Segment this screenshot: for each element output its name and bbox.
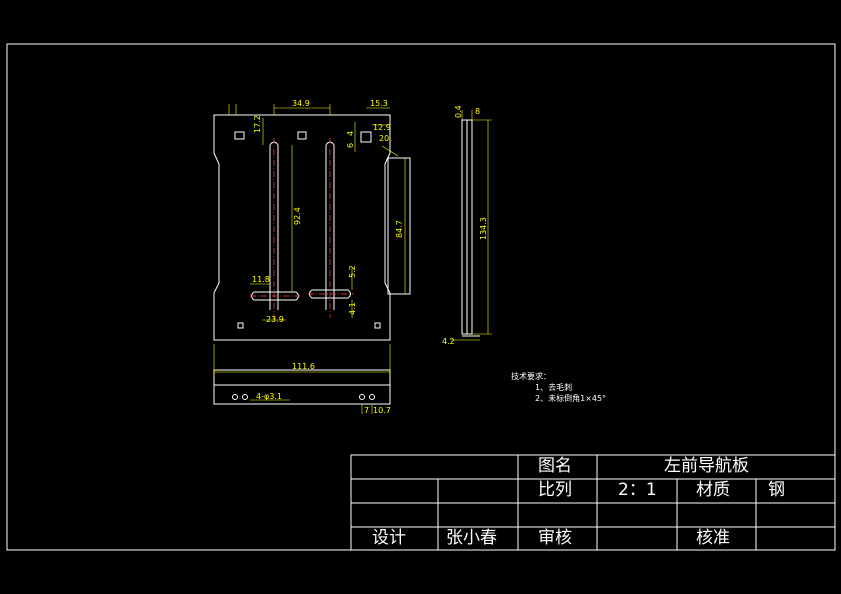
drawing-name: 左前导航板 — [664, 456, 749, 476]
drawing-name-label: 图名 — [538, 456, 572, 476]
bottom-view — [213, 369, 391, 405]
technical-notes: 技术要求： 1、去毛刺 2、未标倒角1×45° — [511, 371, 606, 405]
dim-small-height: 4 — [346, 131, 355, 136]
dim-side-thickness: 4.2 — [442, 337, 455, 346]
dim-side-height: 84.7 — [395, 220, 404, 238]
dim-right-bottom-2: 4.1 — [348, 302, 357, 315]
dim-side-top-2: 8 — [475, 107, 480, 116]
front-view-centerlines — [250, 138, 354, 318]
designer-name: 张小春 — [446, 528, 497, 548]
dim-left-top-offset: 17.2 — [253, 115, 262, 133]
dim-right-bottom-1: 5.2 — [348, 265, 357, 278]
side-view-dimensions — [450, 110, 492, 341]
dim-overall-width: 111.6 — [292, 362, 315, 371]
scale-label: 比列 — [538, 480, 572, 500]
dim-bottom-small-2: 10.7 — [373, 406, 391, 415]
bottom-view-dimensions — [213, 344, 391, 414]
dim-side-top-1: 0.4 — [454, 105, 463, 118]
front-view — [213, 114, 411, 341]
dim-holes: 4-φ3.1 — [256, 392, 282, 401]
dim-right-offset: 12.9 — [373, 123, 391, 132]
dim-left-bottom: 11.8 — [252, 275, 270, 284]
design-label: 设计 — [372, 528, 406, 548]
dim-small-height-2: 6 — [346, 143, 355, 148]
front-view-dimensions — [228, 104, 406, 321]
technical-note-1: 1、去毛刺 — [535, 383, 573, 393]
approve-label: 核准 — [696, 528, 730, 548]
dim-top-right-width: 15.3 — [370, 99, 388, 108]
title-block-grid — [350, 454, 836, 551]
side-view — [461, 119, 480, 337]
dim-bottom-small-1: 7 — [364, 406, 369, 415]
review-label: 审核 — [538, 528, 572, 548]
material-label: 材质 — [696, 480, 730, 500]
technical-note-2: 2、未标倒角1×45° — [535, 394, 607, 404]
technical-notes-title: 技术要求： — [511, 372, 551, 381]
material-value: 钢 — [768, 480, 785, 500]
dim-slot-length: 92.4 — [293, 207, 302, 225]
dim-chamfer: 20 — [379, 134, 389, 143]
scale-value: 2：1 — [618, 480, 657, 500]
dim-top-width: 34.9 — [292, 99, 310, 108]
dim-bottom-width: 23.9 — [266, 315, 284, 324]
dim-side-overall-height: 134.3 — [479, 217, 488, 240]
